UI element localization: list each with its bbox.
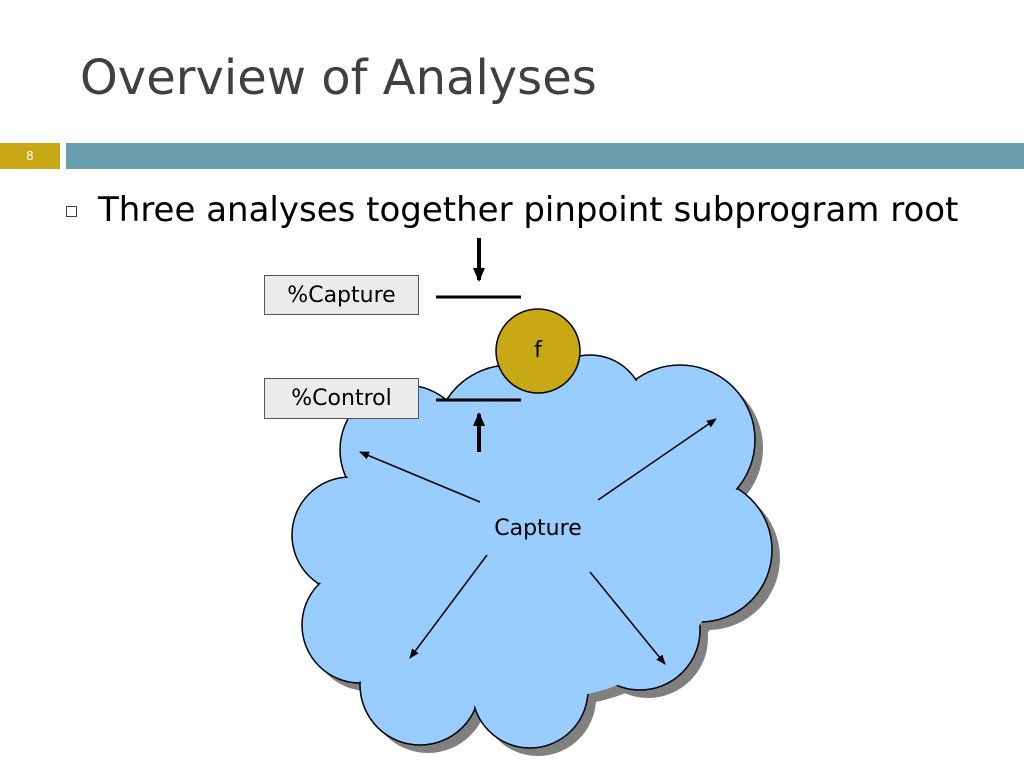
arrow-down-right (589, 571, 666, 665)
control-percent-box: %Control (264, 378, 419, 419)
slide-number-badge (0, 143, 60, 169)
cloud-body (293, 356, 771, 747)
arrow-up-left (359, 451, 481, 503)
slide-number: 8 (26, 149, 34, 163)
arrow-down-left (409, 554, 488, 659)
header-divider-bar (66, 143, 1024, 169)
capture-arrows (359, 418, 717, 665)
node-f-circle (495, 308, 581, 394)
cloud-capture-label: Capture (494, 516, 582, 541)
node-f-label: f (534, 338, 542, 363)
arrow-up-right (597, 418, 717, 501)
bullet-text: Three analyses together pinpoint subprog… (98, 190, 959, 230)
slide-title: Overview of Analyses (80, 50, 597, 106)
bullet-square-icon (66, 206, 77, 217)
capture-percent-box: %Capture (264, 275, 419, 315)
